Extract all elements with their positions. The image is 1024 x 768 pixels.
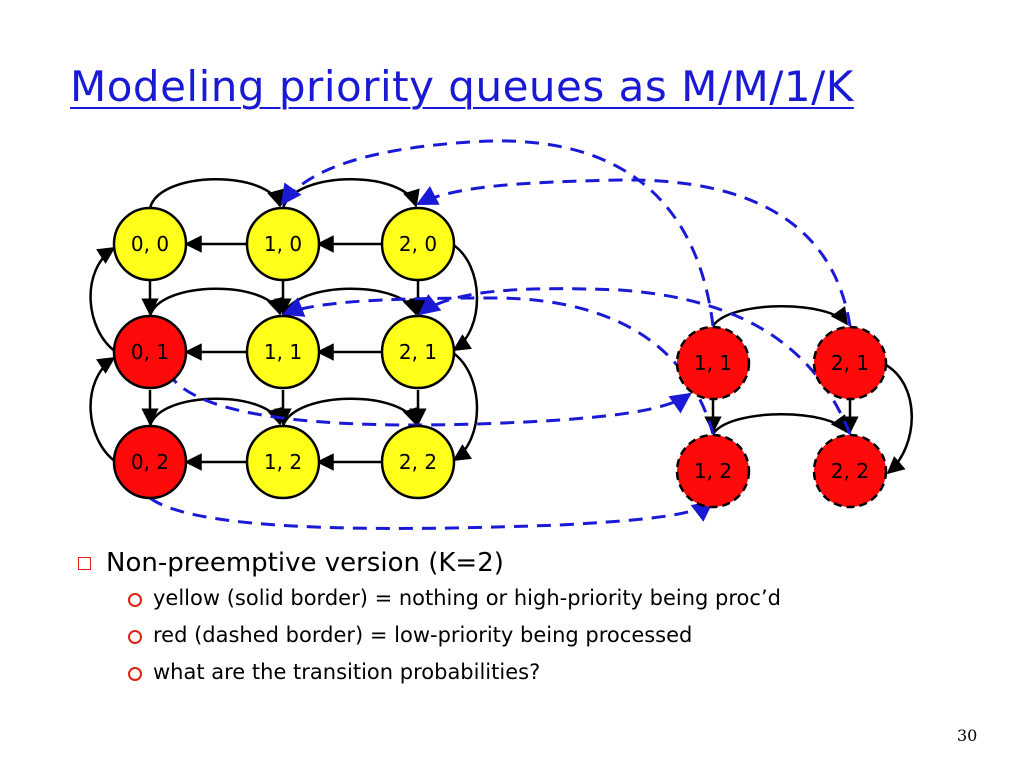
node-dashed-2-1-label: 2, 1 [831, 351, 869, 375]
node-dashed-1-2-label: 1, 2 [694, 459, 732, 483]
node-dashed-1-1-label: 1, 1 [694, 351, 732, 375]
sub-bullet: yellow (solid border) = nothing or high-… [78, 580, 781, 617]
node-1-0: 1, 0 [245, 206, 321, 282]
curve-00-to-10 [148, 178, 285, 209]
node-1-0-label: 1, 0 [264, 232, 302, 256]
node-2-2: 2, 2 [380, 424, 456, 500]
markov-chain-diagram: 0, 0 1, 0 2, 0 0, 1 1, 1 2, 1 0, 2 1, 2 … [89, 139, 913, 530]
dashed-02-to-d12 [149, 496, 714, 530]
sub-bullet: what are the transition probabilities? [78, 654, 781, 691]
node-2-0-label: 2, 0 [399, 232, 437, 256]
bullet-main-text: Non-preemptive version (K=2) [106, 548, 504, 578]
square-bullet-icon [78, 557, 91, 570]
curve-d12-to-d22 [711, 413, 849, 435]
sub-bullet-text: red (dashed border) = low-priority being… [153, 623, 693, 647]
node-2-1: 2, 1 [380, 314, 456, 390]
node-dashed-2-1: 2, 1 [812, 325, 888, 401]
circle-bullet-icon [128, 630, 142, 644]
dashed-01-to-d11 [166, 371, 692, 427]
node-dashed-1-2: 1, 2 [675, 433, 751, 509]
node-2-2-label: 2, 2 [399, 450, 437, 474]
node-dashed-1-1: 1, 1 [675, 325, 751, 401]
node-0-1-label: 0, 1 [131, 340, 169, 364]
curve-d11-to-d21 [711, 305, 849, 327]
node-1-1: 1, 1 [245, 314, 321, 390]
node-1-2: 1, 2 [245, 424, 321, 500]
curve-02-to-01 [89, 356, 117, 464]
node-2-0: 2, 0 [380, 206, 456, 282]
node-0-0-label: 0, 0 [131, 232, 169, 256]
sub-bullet-text: yellow (solid border) = nothing or high-… [153, 586, 781, 610]
dashed-d11-to-10 [280, 139, 715, 327]
node-1-1-label: 1, 1 [264, 340, 302, 364]
curve-12-to-22 [281, 397, 420, 427]
node-0-1: 0, 1 [112, 314, 188, 390]
dashed-d12-to-11 [282, 296, 715, 435]
slide-title: Modeling priority queues as M/M/1/K [70, 62, 854, 111]
circle-bullet-icon [128, 593, 142, 607]
node-0-2-label: 0, 2 [131, 450, 169, 474]
bullet-main: Non-preemptive version (K=2) [78, 546, 781, 580]
curve-02-to-12 [148, 397, 284, 427]
sub-bullet: red (dashed border) = low-priority being… [78, 617, 781, 654]
sub-bullet-text: what are the transition probabilities? [153, 660, 541, 684]
dashed-d21-to-20 [416, 178, 852, 327]
curve-01-to-00 [89, 246, 117, 354]
circle-bullet-icon [128, 667, 142, 681]
node-dashed-2-2-label: 2, 2 [831, 459, 869, 483]
node-dashed-2-2: 2, 2 [812, 433, 888, 509]
dashed-d22-to-21 [418, 287, 852, 435]
curve-21-to-22-right [451, 350, 479, 462]
curve-01-to-11 [148, 287, 284, 317]
node-1-2-label: 1, 2 [264, 450, 302, 474]
dashed-arrows [149, 139, 852, 530]
curve-d21-to-d22-right [885, 363, 913, 475]
horizontal-arrows [184, 235, 384, 471]
bullet-list: Non-preemptive version (K=2) yellow (sol… [78, 546, 781, 691]
node-0-0: 0, 0 [112, 206, 188, 282]
page-number: 30 [957, 726, 978, 745]
node-0-2: 0, 2 [112, 424, 188, 500]
curved-arrows [89, 178, 913, 475]
curve-20-to-21-right [451, 242, 479, 352]
node-2-1-label: 2, 1 [399, 340, 437, 364]
